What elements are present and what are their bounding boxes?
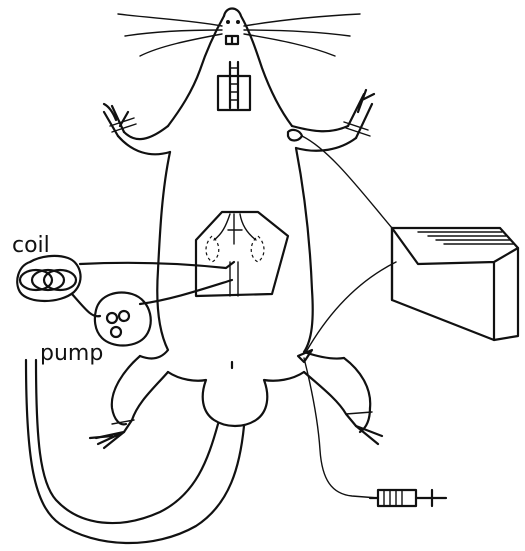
box-to-catheter-wire (306, 262, 396, 352)
left-forelimb (104, 104, 170, 154)
rat-body (140, 152, 170, 358)
right-hindlimb (304, 358, 382, 444)
left-hindlimb (90, 356, 168, 448)
rat-tail (36, 360, 218, 523)
neck-incision (218, 76, 250, 110)
rat-hindquarters (168, 372, 304, 426)
pump-label: pump (40, 341, 103, 366)
right-eye (236, 20, 240, 24)
trachea (230, 62, 238, 108)
right-forelimb (292, 90, 374, 151)
coil-to-heart-tube (80, 262, 234, 268)
syringe (370, 490, 446, 506)
thoracic-incision (196, 212, 288, 296)
pump-to-heart-tube (140, 280, 232, 304)
heart-and-vessels (206, 214, 264, 296)
left-eye (226, 20, 230, 24)
mouth-incisors (226, 36, 238, 44)
coil-label: coil (12, 233, 50, 258)
chest-cannula (288, 130, 302, 141)
pump (95, 293, 151, 346)
rat-head (224, 9, 292, 127)
recording-box (392, 228, 518, 340)
